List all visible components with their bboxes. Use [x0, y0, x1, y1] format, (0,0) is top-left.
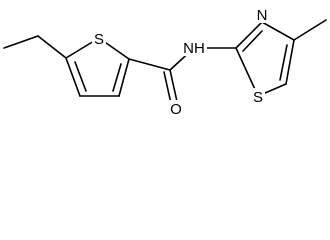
molecule-svg: S NH O N S — [3, 6, 327, 118]
bond-c2-carbonyl — [128, 58, 171, 71]
bond-c4-c5 — [65, 57, 81, 97]
bond-c4-methyl — [293, 19, 327, 41]
bond-c4-c5-inner — [74, 61, 87, 92]
atom-n-thiazole-label: N — [257, 7, 268, 24]
atom-o-carbonyl: O — [169, 100, 184, 118]
bond-c2-c3 — [118, 58, 130, 97]
bond-c4-c5-thiazole — [285, 39, 295, 85]
bond-n3-c4 — [261, 21, 295, 41]
bond-c2-n3 — [235, 21, 263, 49]
bond-ch3-ch2 — [3, 35, 39, 49]
atom-o-carbonyl-label: O — [170, 101, 182, 118]
atom-nh-amide: NH — [181, 39, 207, 57]
bond-c2-n3-inner — [242, 30, 263, 52]
bond-ch2-c5 — [37, 35, 67, 59]
atom-s-thiazole: S — [251, 88, 265, 106]
atom-s-thiophene: S — [92, 30, 106, 48]
atom-n-thiazole: N — [255, 6, 270, 24]
atom-s-thiophene-label: S — [94, 31, 104, 48]
atom-s-thiazole-label: S — [253, 89, 263, 106]
bond-c2-c3-inner — [112, 63, 122, 92]
bond-c4-c5-thiazole-inner — [279, 44, 288, 81]
molecule-structure: S NH O N S — [3, 6, 327, 118]
atom-nh-amide-label: NH — [183, 40, 205, 57]
